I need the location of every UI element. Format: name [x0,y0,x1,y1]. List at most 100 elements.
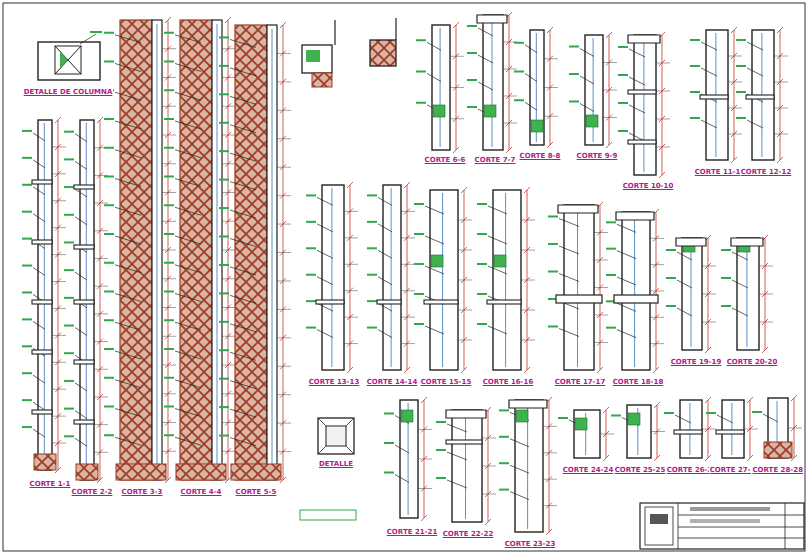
extension-line [774,108,788,109]
extension-line [222,250,236,251]
leader-line [559,246,579,254]
extension-line [94,258,108,259]
leader-line [395,445,409,453]
extension-line [594,260,608,261]
slab-cut [377,300,401,304]
dimension-tick [453,147,459,153]
footing-hatch [764,442,792,458]
note-mark [22,318,32,320]
leader-line [425,326,444,334]
slab-cut [674,430,702,434]
leader-line [675,415,691,423]
concrete-strip [152,20,162,480]
slab-cut [424,300,458,304]
wall-section [477,187,535,373]
rebar-line [731,403,732,455]
extension-line [418,459,432,460]
note-mark [104,348,114,350]
section-label: CORTE 1-1 [29,480,72,488]
note-mark [64,352,74,354]
leader-line [617,277,636,285]
extension-line [458,220,472,221]
note-mark [416,39,426,41]
wall-outline [682,238,702,350]
note-mark [736,91,746,93]
note-mark [164,176,174,178]
extension-line [401,264,415,265]
extension-line [52,335,66,336]
leader-line [115,35,141,43]
note-mark [548,243,558,245]
extension-line [458,250,472,251]
extension-line [94,452,108,453]
dimension-tick [97,117,103,123]
wall-section [219,22,291,483]
note-mark [219,36,229,38]
note-mark [64,214,74,216]
column-core [55,46,81,74]
extension-line [702,429,716,430]
note-mark [499,462,509,464]
leader-line [75,272,87,280]
leader-line [478,28,493,36]
note-mark [569,101,579,103]
leader-line [80,34,96,44]
note-mark [22,345,32,347]
rebar-line [643,38,644,172]
wall-section [414,187,472,373]
extension-line [651,431,665,432]
note-mark [467,106,477,108]
note-mark [164,319,174,321]
note-mark [164,291,174,293]
leader-line [115,380,141,388]
note-mark [416,71,426,73]
slab-cut [74,360,94,364]
extension-line [222,192,236,193]
note-mark [611,415,621,417]
drawing-line [334,20,335,45]
wall-outline [530,30,544,145]
dimension-tick [524,367,530,373]
extension-line [521,310,535,311]
leader-line [717,415,733,423]
extension-line [418,429,432,430]
note-mark [64,241,74,243]
note-mark [569,73,579,75]
extension-line [594,232,608,233]
extension-line [744,429,758,430]
green-fill-block [531,120,543,132]
dimension-tick [404,367,410,373]
note-mark [414,263,424,265]
note-mark [416,102,426,104]
note-mark [666,249,676,251]
note-mark [104,406,114,408]
leader-line [175,380,201,388]
section-label: CORTE 22-22 [442,530,495,538]
extension-line [94,230,108,231]
leader-line [175,179,201,187]
leader-line [175,265,201,273]
extension-line [344,290,358,291]
dimension-line [100,120,101,480]
wall-outline [493,190,521,370]
wall-section [569,32,617,148]
extension-line [344,237,358,238]
extension-line [774,134,788,135]
beam-detail [370,40,396,66]
leader-line [617,330,636,338]
note-mark [436,449,446,451]
leader-line [175,92,201,100]
extension-line [222,278,236,279]
rebar-line [157,24,158,476]
extension-line [162,221,176,222]
extension-line [52,389,66,390]
leader-line [617,251,636,259]
dimension-tick [654,402,660,408]
top-cap [616,212,654,220]
section-label: CORTE 4-4 [180,488,223,496]
note-mark [467,25,477,27]
wall-outline [322,185,344,370]
note-mark [367,300,377,302]
section-label: CORTE 24-24 [562,466,615,474]
note-mark [104,319,114,321]
